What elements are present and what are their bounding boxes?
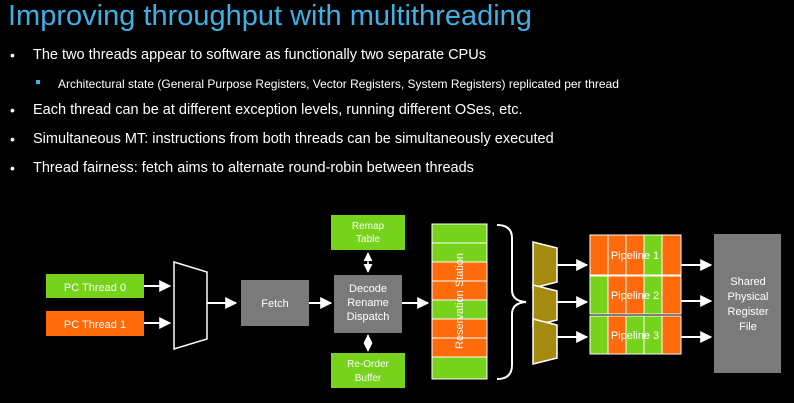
prf-label-1: Shared [730,276,765,288]
bullet-text: Simultaneous MT: instructions from both … [33,131,554,147]
reorder-label: Re-Order [347,359,389,370]
reservation-station-label: Reservation Station [454,253,466,349]
pc-thread0-box: PC Thread 0 [46,274,144,298]
issue-mux-2 [532,284,558,327]
issue-mux-3 [532,318,558,365]
rename-label: Rename [347,297,389,309]
bullet-text: Thread fairness: fetch aims to alternate… [33,160,474,176]
bullet-item: • Simultaneous MT: instructions from bot… [10,131,554,147]
bullet-item: • Thread fairness: fetch aims to alterna… [10,160,474,176]
pipeline2-label: Pipeline 2 [611,290,659,302]
bullet-dot-icon: • [10,160,15,176]
table-label: Table [356,234,380,245]
pc-thread0-label: PC Thread 0 [64,282,126,294]
fetch-label: Fetch [261,298,289,310]
pipeline3-label: Pipeline 3 [611,330,659,342]
reorder-buffer-box: Re-Order Buffer [331,353,405,388]
pipeline-2: Pipeline 2 [589,275,682,315]
pipeline-3: Pipeline 3 [589,315,682,355]
decode-rename-dispatch-box: Decode Rename Dispatch [334,275,402,333]
sub-bullet-item: Architectural state (General Purpose Reg… [36,77,619,91]
bullet-text: Each thread can be at different exceptio… [33,102,523,118]
bullet-item: • Each thread can be at different except… [10,102,523,118]
prf-label-4: File [739,321,757,333]
pipeline1-label: Pipeline 1 [611,250,659,262]
bullet-dot-icon: • [10,47,15,63]
thread-mux [173,260,208,351]
shared-physical-register-file: Shared Physical Register File [714,234,781,373]
square-bullet-icon [36,80,40,84]
brace [496,224,527,380]
decode-label: Decode [349,283,387,295]
fetch-box: Fetch [241,280,309,326]
buffer-label: Buffer [355,373,382,384]
remap-label: Remap [352,221,385,232]
dispatch-label: Dispatch [347,311,390,323]
bullet-dot-icon: • [10,102,15,118]
reservation-station: Reservation Station [431,223,488,380]
prf-label-3: Register [728,306,769,318]
issue-mux-1 [532,241,558,289]
bullet-text: Architectural state (General Purpose Reg… [58,77,619,91]
bullet-dot-icon: • [10,131,15,147]
pipeline-1: Pipeline 1 [589,234,682,276]
pc-thread1-box: PC Thread 1 [46,311,144,336]
bullet-item: • The two threads appear to software as … [10,47,486,63]
prf-label-2: Physical [728,291,769,303]
slide-title: Improving throughput with multithreading [8,0,532,32]
pc-thread1-label: PC Thread 1 [64,319,126,331]
remap-table-box: Remap Table [331,215,405,250]
bullet-text: The two threads appear to software as fu… [33,47,486,63]
